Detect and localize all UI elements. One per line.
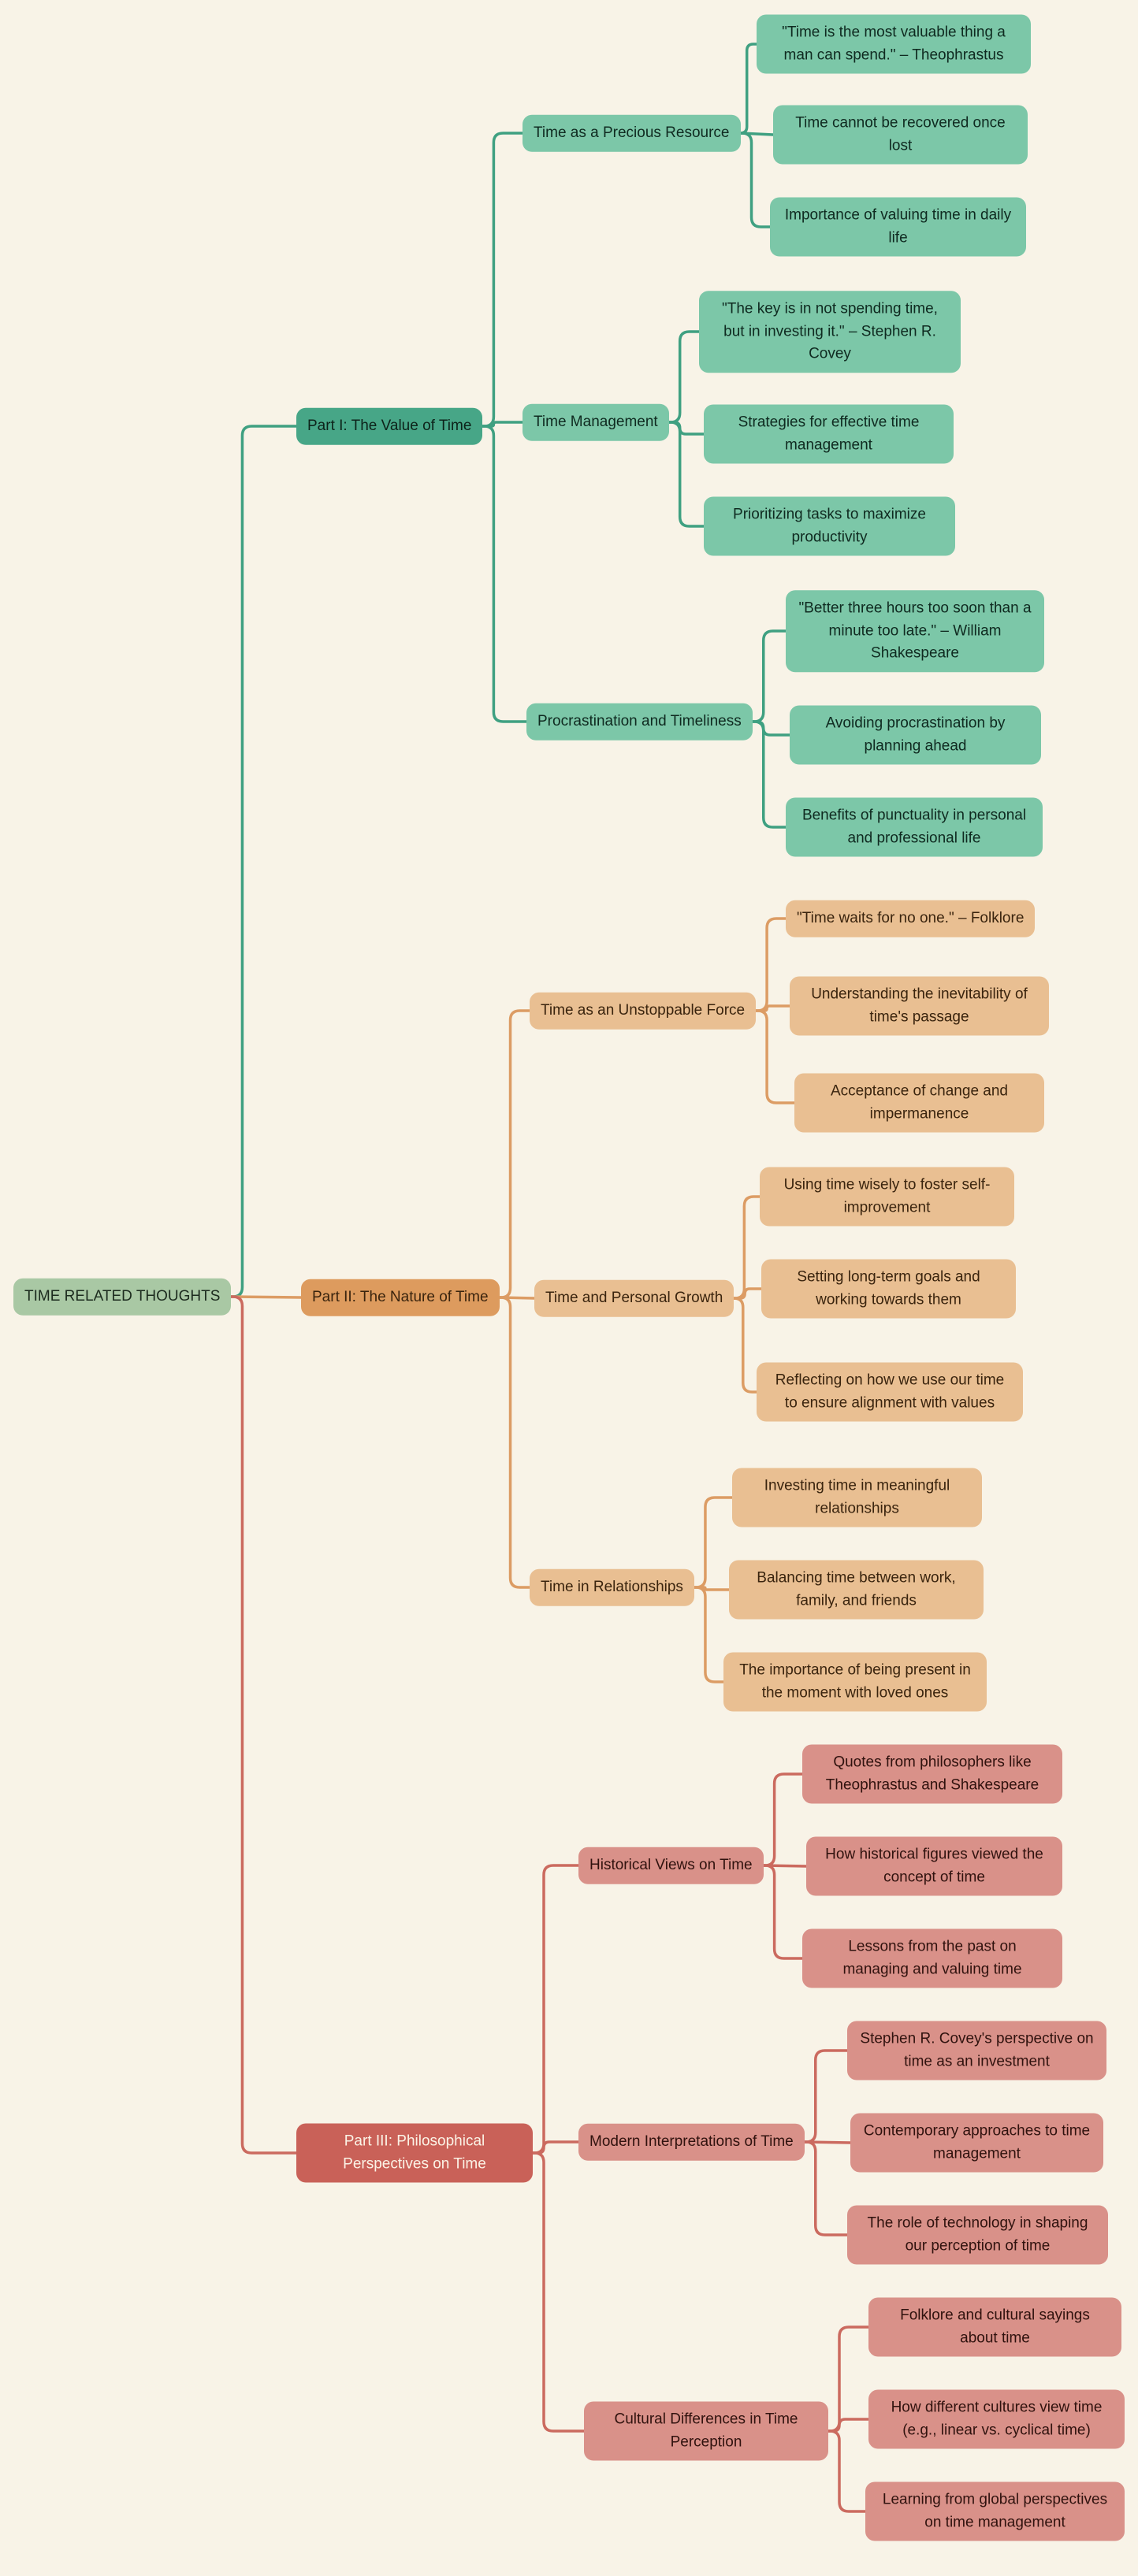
topic-cultural-differences: Cultural Differences in Time Perception (584, 2401, 828, 2461)
leaf-node: The role of technology in shaping our pe… (847, 2205, 1108, 2265)
topic-time-in-relationships: Time in Relationships (530, 1568, 694, 1606)
leaf-node: How historical figures viewed the concep… (806, 1836, 1062, 1896)
root-node: TIME RELATED THOUGHTS (13, 1278, 232, 1316)
topic-personal-growth: Time and Personal Growth (534, 1279, 734, 1317)
leaf-node: Setting long-term goals and working towa… (761, 1259, 1016, 1319)
leaf-node: "The key is in not spending time, but in… (699, 291, 961, 373)
leaf-node: Benefits of punctuality in personal and … (786, 797, 1043, 857)
leaf-node: Strategies for effective time management (704, 404, 954, 464)
leaf-node: The importance of being present in the m… (723, 1652, 987, 1712)
leaf-node: Time cannot be recovered once lost (773, 105, 1028, 165)
leaf-node: Balancing time between work, family, and… (729, 1560, 984, 1620)
branch-part-iii: Part III: Philosophical Perspectives on … (296, 2123, 533, 2183)
leaf-node: Importance of valuing time in daily life (770, 197, 1026, 257)
topic-modern-interpretations: Modern Interpretations of Time (578, 2123, 805, 2161)
leaf-node: Stephen R. Covey's perspective on time a… (847, 2021, 1106, 2080)
leaf-node: "Time waits for no one." – Folklore (786, 900, 1036, 937)
topic-unstoppable-force: Time as an Unstoppable Force (530, 992, 757, 1030)
topic-historical-views: Historical Views on Time (578, 1847, 764, 1884)
topic-precious-resource: Time as a Precious Resource (523, 114, 741, 152)
leaf-node: Quotes from philosophers like Theophrast… (802, 1744, 1062, 1804)
leaf-node: Reflecting on how we use our time to ens… (757, 1362, 1023, 1422)
topic-time-management: Time Management (523, 403, 669, 441)
leaf-node: Lessons from the past on managing and va… (802, 1928, 1062, 1988)
leaf-node: Acceptance of change and impermanence (794, 1073, 1044, 1133)
leaf-node: Avoiding procrastination by planning ahe… (790, 705, 1041, 765)
leaf-node: "Better three hours too soon than a minu… (786, 590, 1044, 672)
leaf-node: Investing time in meaningful relationshi… (732, 1468, 982, 1527)
topic-procrastination-timeliness: Procrastination and Timeliness (526, 703, 753, 741)
leaf-node: Understanding the inevitability of time'… (790, 976, 1049, 1036)
leaf-node: "Time is the most valuable thing a man c… (757, 14, 1031, 74)
leaf-node: How different cultures view time (e.g., … (868, 2389, 1125, 2449)
leaf-node: Prioritizing tasks to maximize productiv… (704, 496, 955, 556)
leaf-node: Contemporary approaches to time manageme… (850, 2113, 1103, 2173)
leaf-node: Learning from global perspectives on tim… (865, 2481, 1125, 2541)
branch-part-ii: Part II: The Nature of Time (301, 1279, 500, 1316)
leaf-node: Folklore and cultural sayings about time (868, 2297, 1121, 2357)
leaf-node: Using time wisely to foster self-improve… (760, 1167, 1014, 1227)
branch-part-i: Part I: The Value of Time (296, 407, 483, 445)
